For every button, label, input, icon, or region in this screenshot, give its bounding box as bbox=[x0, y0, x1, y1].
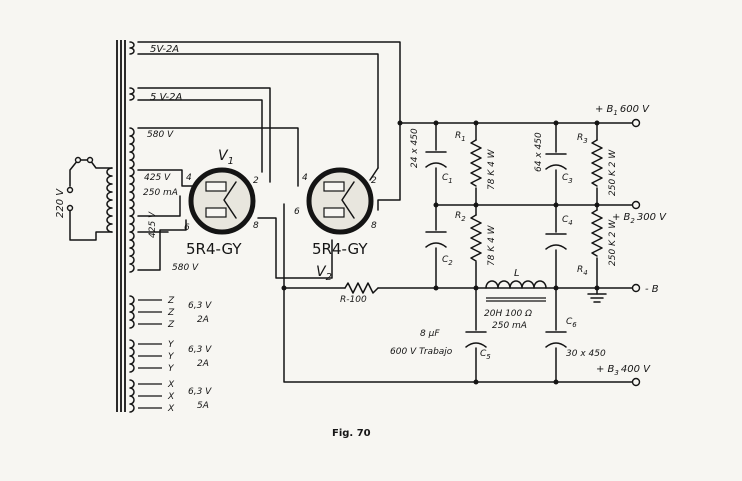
heater-z-tap-1: Z bbox=[167, 296, 175, 306]
heater-y-tap-3: Y bbox=[168, 364, 175, 374]
heater-z-tap-2: Z bbox=[167, 308, 175, 318]
capacitor-c4: C4 bbox=[545, 215, 573, 250]
tube-v2-type: 5R4-GY bbox=[312, 240, 368, 258]
resistor-r2-name: R2 bbox=[455, 211, 466, 223]
filament-winding-2: 5 V-2A bbox=[129, 87, 182, 103]
heater-z-current: 2A bbox=[197, 315, 209, 325]
heater-x-current: 5A bbox=[197, 401, 209, 411]
resistor-r100-label: R-100 bbox=[340, 295, 367, 305]
tube-v2-pin-6: 6 bbox=[294, 207, 300, 217]
tube-v1-pin-8: 8 bbox=[253, 221, 259, 231]
capacitor-c1-value: 24 x 450 bbox=[410, 128, 420, 168]
choke-l-current: 250 mA bbox=[492, 321, 527, 331]
tube-v1-pin-4: 4 bbox=[186, 173, 192, 183]
resistor-r2-value: 78 K 4 W bbox=[487, 224, 497, 266]
output-b-negative-label: - B bbox=[645, 284, 659, 295]
resistor-r1: R1 78 K 4 W bbox=[455, 131, 497, 190]
filament-winding-1-label: 5V-2A bbox=[150, 44, 179, 55]
hv-tap2-label: 425 V bbox=[148, 211, 158, 238]
capacitor-c3-value: 64 x 450 bbox=[534, 132, 544, 172]
heater-x-tap-2: X bbox=[167, 392, 175, 402]
heater-x-tap-3: X bbox=[167, 404, 175, 414]
tube-v2-name: V2 bbox=[316, 264, 332, 283]
heater-x-tap-1: X bbox=[167, 380, 175, 390]
hv-top-label: 580 V bbox=[147, 130, 174, 140]
heater-y-voltage: 6,3 V bbox=[188, 345, 212, 355]
heater-y-current: 2A bbox=[197, 359, 209, 369]
primary-voltage-label: 220 V bbox=[55, 188, 66, 218]
figure-caption: Fig. 70 bbox=[332, 428, 371, 439]
filament-winding-1: 5V-2A bbox=[129, 41, 179, 55]
resistor-r4-value: 250 K 2 W bbox=[608, 219, 618, 266]
tube-v2-pin-2: 2 bbox=[371, 176, 377, 186]
hv-current-label: 250 mA bbox=[143, 188, 178, 198]
resistor-r3-value: 250 K 2 W bbox=[608, 149, 618, 196]
tube-v1: 5R4-GY V1 4 6 2 8 bbox=[184, 148, 259, 258]
capacitor-c3: C3 64 x 450 bbox=[534, 132, 573, 185]
heater-winding-x: X X X 6,3 V 5A bbox=[129, 379, 212, 414]
capacitor-c6: C6 30 x 450 bbox=[545, 317, 606, 359]
heater-x-voltage: 6,3 V bbox=[188, 387, 212, 397]
choke-l: L 20H 100 Ω 250 mA bbox=[484, 268, 547, 331]
ground-symbol bbox=[587, 287, 607, 303]
heater-y-tap-2: Y bbox=[168, 352, 175, 362]
capacitor-c5: C5 8 µF 600 V Trabajo bbox=[390, 329, 491, 361]
capacitor-c4-name: C4 bbox=[562, 215, 573, 227]
filament-winding-2-label: 5 V-2A bbox=[150, 92, 182, 103]
capacitor-c6-name: C6 bbox=[566, 317, 577, 329]
heater-z-tap-3: Z bbox=[167, 320, 175, 330]
capacitor-c3-name: C3 bbox=[562, 173, 573, 185]
choke-l-name: L bbox=[514, 268, 520, 279]
choke-l-value: 20H 100 Ω bbox=[484, 309, 532, 319]
resistor-r1-name: R1 bbox=[455, 131, 466, 143]
resistor-r3-name: R3 bbox=[577, 133, 588, 145]
hv-tap1-label: 425 V bbox=[144, 173, 171, 183]
resistor-r4: R4 250 K 2 W bbox=[577, 209, 618, 277]
capacitor-c5-note: 600 V Trabajo bbox=[390, 347, 453, 357]
capacitor-c2: C2 bbox=[425, 231, 453, 267]
tube-v2-pin-8: 8 bbox=[371, 221, 377, 231]
high-voltage-winding: 580 V 425 V 250 mA 425 V 580 V bbox=[129, 127, 199, 273]
tube-v2-pin-4: 4 bbox=[302, 173, 308, 183]
tube-v2: 5R4-GY V2 4 6 2 8 bbox=[294, 167, 377, 283]
heater-winding-z: Z Z Z 6,3 V 2A bbox=[129, 295, 212, 330]
wiring bbox=[137, 41, 634, 385]
resistor-r1-value: 78 K 4 W bbox=[487, 148, 497, 190]
tube-v1-pin-2: 2 bbox=[253, 176, 259, 186]
resistor-r2: R2 78 K 4 W bbox=[455, 211, 497, 266]
heater-winding-y: Y Y Y 6,3 V 2A bbox=[129, 339, 212, 374]
heater-y-tap-1: Y bbox=[168, 340, 175, 350]
capacitor-c1: C1 24 x 450 bbox=[410, 128, 453, 185]
resistor-r100: R-100 bbox=[340, 282, 379, 305]
capacitor-c2-name: C2 bbox=[442, 255, 453, 267]
resistor-r3: R3 250 K 2 W bbox=[577, 133, 618, 196]
capacitor-c5-value: 8 µF bbox=[420, 329, 440, 339]
capacitor-c5-name: C5 bbox=[480, 349, 491, 361]
capacitor-c1-name: C1 bbox=[442, 173, 453, 185]
tube-v1-type: 5R4-GY bbox=[186, 240, 242, 258]
capacitor-c6-value: 30 x 450 bbox=[566, 349, 606, 359]
tube-v1-pin-6: 6 bbox=[184, 223, 190, 233]
hv-bottom-label: 580 V bbox=[172, 263, 199, 273]
power-transformer: 220 V 5V-2A 5 V-2A 580 V 425 V 250 mA 42… bbox=[55, 40, 212, 414]
output-b-negative: - B bbox=[631, 283, 659, 295]
resistor-r4-name: R4 bbox=[577, 265, 588, 277]
tube-v1-name: V1 bbox=[218, 148, 234, 167]
heater-z-voltage: 6,3 V bbox=[188, 301, 212, 311]
primary-winding: 220 V bbox=[55, 156, 113, 241]
